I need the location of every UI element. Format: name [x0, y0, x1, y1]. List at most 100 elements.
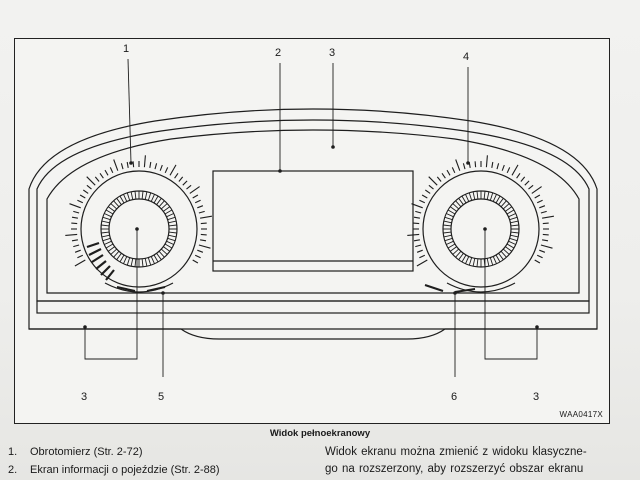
gauge-tick	[104, 240, 112, 245]
gauge-tick	[502, 203, 510, 210]
gauge-tick	[443, 220, 452, 224]
cluster-inner-outline	[36, 119, 590, 302]
gauge-tick	[113, 250, 120, 258]
leader-dot-4	[466, 161, 470, 165]
gauge-tick	[505, 246, 512, 252]
gauge-tick	[462, 163, 466, 170]
callout-3-left: 3	[81, 391, 88, 403]
gauge-tick	[468, 257, 473, 266]
gauge-tick	[534, 194, 541, 199]
gauge-tick	[502, 248, 510, 255]
figure-frame: 1 2 3 4 3 5 6 3 WAA0417X	[14, 38, 610, 424]
gauge-tick	[150, 194, 155, 202]
gauge-tick	[101, 220, 110, 224]
gauge-tick	[542, 222, 549, 225]
gauge-tick	[163, 246, 170, 252]
gauge-tick	[419, 254, 426, 259]
gauge-tick	[485, 155, 488, 168]
gauge-tick	[540, 210, 547, 214]
gauge-tick	[110, 248, 118, 255]
gauge-tick	[200, 239, 207, 242]
gauge-tick	[200, 233, 207, 236]
gauge-tick	[71, 239, 78, 242]
gauge-tick	[116, 198, 122, 205]
list-item-text: Obrotomierz (Str. 2-72)	[30, 446, 143, 458]
figure-caption: Widok pełnoekranowy	[269, 428, 371, 439]
gauge-tick	[542, 215, 554, 219]
gauge-tick	[506, 243, 515, 249]
gauge-tick	[192, 194, 199, 199]
gauge-tick	[441, 172, 446, 179]
gauge-tick	[186, 184, 192, 190]
gauge-tick	[174, 172, 179, 179]
gauge-tick	[65, 233, 78, 236]
gauge-tick	[531, 186, 542, 194]
gauge-tick	[143, 155, 146, 168]
gauge-tick	[168, 231, 177, 234]
gauge-tick	[167, 237, 176, 242]
cluster-screen-border	[46, 129, 580, 294]
gauge-tick	[113, 200, 120, 208]
gauge-tick	[415, 244, 422, 248]
tachometer-status-bar	[116, 286, 166, 292]
gauge-tick	[465, 256, 470, 264]
gauge-tick	[468, 192, 473, 201]
gauge-tick	[413, 222, 420, 225]
gauge-tick	[443, 231, 452, 234]
gauge-tick	[444, 237, 453, 242]
gauge-tick	[168, 224, 177, 227]
leader-dot-1	[129, 161, 133, 165]
vehicle-info-screen	[212, 170, 414, 272]
gauge-tick	[166, 240, 174, 245]
gauge-tick	[108, 246, 115, 252]
gauge-tick	[123, 194, 128, 202]
gauge-tick	[450, 246, 457, 252]
gauge-tick	[510, 234, 519, 238]
gauge-tick	[528, 184, 534, 190]
gauge-tick	[105, 243, 114, 249]
list-item-text: Ekran informacji o pojeździe (Str. 2-88)	[30, 464, 220, 476]
gauge-tick	[147, 192, 152, 201]
paragraph-line: go na rozszerzony, aby rozszerzyć obszar…	[325, 463, 584, 475]
gauge-tick	[539, 205, 546, 209]
callout-5: 5	[158, 391, 165, 403]
gauge-tick	[105, 209, 114, 215]
gauge-tick	[104, 169, 109, 176]
gauge-tick	[510, 220, 519, 224]
gauge-tick	[446, 169, 451, 176]
gauge-tick	[476, 258, 479, 267]
gauge-tick	[461, 254, 467, 263]
paragraph-line: Widok ekranu można zmienić z widoku klas…	[325, 446, 587, 458]
gauge-tick	[149, 161, 152, 168]
gauge-tick	[500, 250, 507, 258]
gauge-tick	[141, 191, 144, 200]
gauge-tick	[101, 224, 110, 227]
gauge-tick	[99, 172, 104, 179]
gauge-tick	[489, 192, 494, 201]
gauge-tick	[197, 205, 204, 209]
gauge-tick	[160, 203, 168, 210]
gauge-tick	[147, 257, 152, 266]
gauge-tick	[458, 253, 464, 260]
leader-dot-3-left	[83, 325, 87, 329]
gauge-tick	[506, 167, 511, 174]
gauge-tick	[511, 164, 519, 176]
gauge-tick	[413, 216, 420, 219]
gauge-tick	[141, 258, 144, 267]
gauge-tick	[452, 203, 460, 210]
gauge-tick	[69, 203, 81, 209]
gauge-tick	[154, 163, 158, 170]
gauge-tick	[510, 224, 519, 227]
gauge-tick	[160, 248, 168, 255]
gauge-tick	[458, 198, 464, 205]
gauge-tick	[192, 259, 199, 264]
gauge-tick	[508, 240, 516, 245]
gauge-tick	[516, 172, 521, 179]
gauge-tick	[102, 237, 111, 242]
list-item: 2.Ekran informacji o pojeździe (Str. 2-8…	[8, 464, 220, 476]
leader-dot-tach-center	[135, 227, 139, 231]
gauge-tick	[536, 254, 543, 259]
gauge-tick	[474, 161, 477, 168]
gauge-tick	[455, 200, 462, 208]
